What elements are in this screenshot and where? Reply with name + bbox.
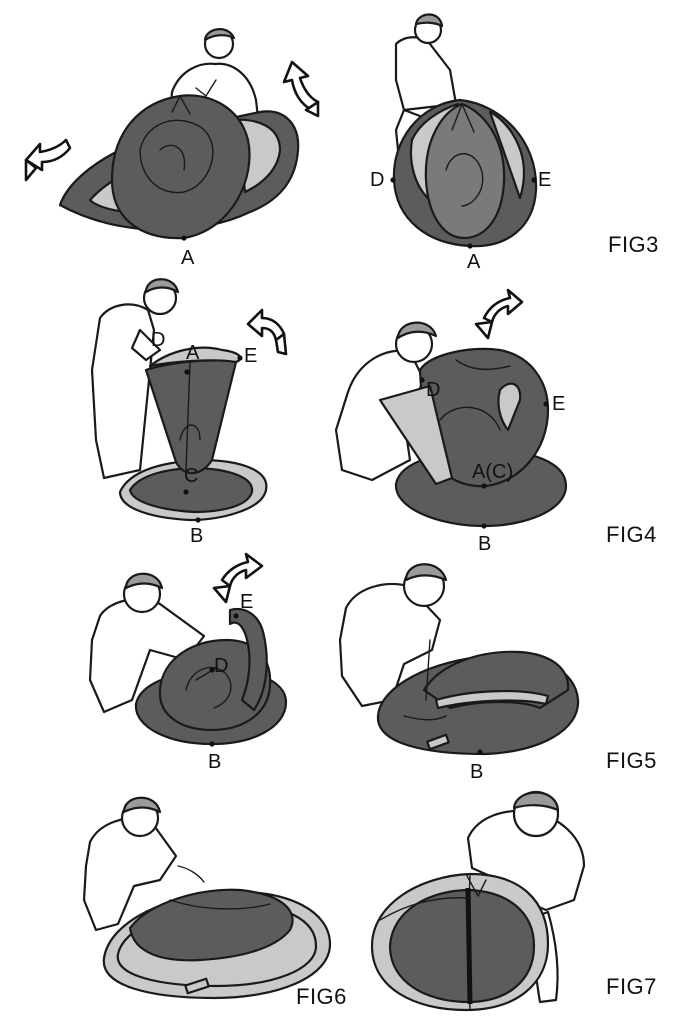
point-label-b: B bbox=[190, 525, 204, 547]
tent-front-lobe bbox=[110, 94, 251, 240]
point-marker bbox=[477, 749, 483, 755]
person-figure bbox=[334, 321, 438, 482]
point-marker bbox=[419, 377, 425, 383]
point-label-e: E bbox=[240, 591, 254, 613]
point-marker bbox=[183, 489, 189, 495]
tent-upper-fold bbox=[418, 347, 550, 488]
person-figure bbox=[466, 790, 586, 1004]
panel-5-tent-coil bbox=[88, 552, 288, 747]
rotate-arrow-icon bbox=[246, 308, 286, 342]
rotate-arrow-icon bbox=[482, 288, 524, 324]
point-marker bbox=[390, 177, 396, 183]
person-figure bbox=[88, 572, 206, 714]
point-marker bbox=[181, 235, 187, 241]
figure-label-fig6: FIG6 bbox=[296, 984, 347, 1009]
point-label-e: E bbox=[538, 169, 552, 191]
point-marker bbox=[209, 667, 215, 673]
point-label-b: B bbox=[478, 533, 492, 555]
point-label-b: B bbox=[208, 751, 222, 773]
panel-7-tent-coiling-rings bbox=[82, 796, 332, 1000]
point-label-a: A bbox=[181, 247, 195, 269]
figure-label-fig3: FIG3 bbox=[608, 232, 659, 257]
tent-rolled-loop bbox=[158, 638, 272, 732]
person-figure bbox=[82, 796, 205, 932]
point-label-c: C bbox=[184, 465, 199, 487]
point-marker bbox=[237, 355, 243, 361]
point-label-e: E bbox=[244, 345, 258, 367]
point-marker bbox=[481, 523, 487, 529]
point-label-d: D bbox=[426, 379, 441, 401]
point-marker bbox=[543, 401, 549, 407]
panel-8-tent-packed bbox=[370, 790, 586, 1012]
point-label-d: D bbox=[370, 169, 385, 191]
panel-2-gathered-tent bbox=[390, 13, 538, 249]
panel-4-tent-folding-down bbox=[334, 288, 568, 529]
person-figure bbox=[394, 13, 458, 152]
person-figure bbox=[90, 278, 180, 480]
point-marker bbox=[481, 483, 487, 489]
point-label-d: D bbox=[151, 329, 166, 351]
point-label-ac: A(C) bbox=[472, 461, 514, 483]
panel-1-unfolded-tent bbox=[24, 28, 320, 241]
point-label-a: A bbox=[186, 342, 200, 364]
point-marker bbox=[195, 517, 201, 523]
point-marker bbox=[467, 243, 473, 249]
rotate-arrow-icon bbox=[220, 552, 264, 588]
point-label-e: E bbox=[552, 393, 566, 415]
point-label-b: B bbox=[470, 761, 484, 783]
point-marker bbox=[531, 177, 537, 183]
panel-6-tent-flattening bbox=[338, 563, 580, 756]
point-marker bbox=[233, 613, 239, 619]
tent-cone bbox=[144, 359, 238, 475]
point-marker bbox=[209, 741, 215, 747]
point-label-d: D bbox=[214, 655, 229, 677]
panel-3-tent-twisting bbox=[90, 278, 288, 523]
figure-label-fig7: FIG7 bbox=[606, 974, 657, 999]
point-label-a: A bbox=[467, 251, 481, 273]
rotate-arrow-icon bbox=[282, 60, 320, 112]
point-marker bbox=[184, 369, 190, 375]
figure-label-fig4: FIG4 bbox=[606, 522, 657, 547]
figure-label-fig5: FIG5 bbox=[606, 748, 657, 773]
rotate-arrow-icon bbox=[24, 138, 72, 172]
person-figure bbox=[338, 563, 448, 708]
